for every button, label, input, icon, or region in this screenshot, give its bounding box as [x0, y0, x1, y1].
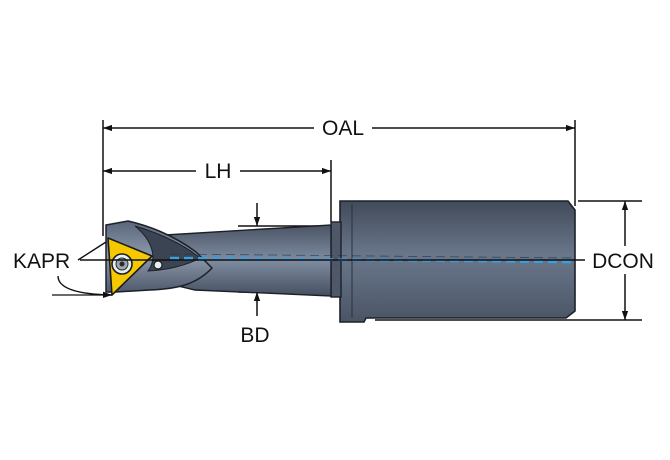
- clamp-pin-icon: [153, 260, 163, 270]
- boring-bar-tool: [105, 200, 576, 323]
- oal-label: OAL: [322, 117, 364, 140]
- kapr-angle-arc: [57, 275, 113, 298]
- dcon-label: DCON: [592, 250, 654, 273]
- kapr-leader: [77, 241, 107, 261]
- kapr-label: KAPR: [13, 250, 70, 273]
- triangle-insert-icon: [107, 237, 153, 296]
- bd-label: BD: [240, 324, 269, 347]
- coolant-channel-edge: [169, 253, 576, 259]
- lh-label: LH: [205, 160, 232, 183]
